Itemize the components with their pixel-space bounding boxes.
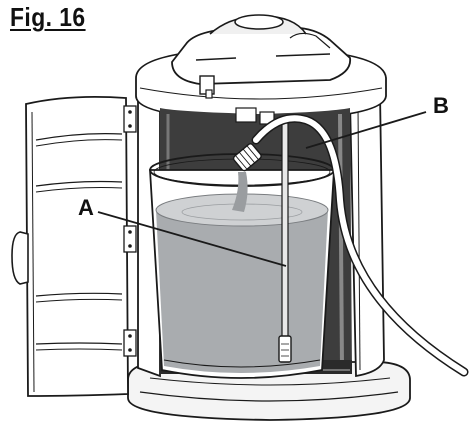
leader-line-b [305, 111, 427, 149]
leader-line-a [97, 211, 287, 267]
callout-label-b: B [433, 93, 449, 118]
callout-label-a: A [78, 195, 94, 220]
hose [232, 113, 469, 377]
top-lid [171, 14, 352, 99]
open-door [11, 95, 137, 397]
water-bucket [149, 153, 335, 379]
figure-title: Fig. 16 [10, 2, 86, 32]
